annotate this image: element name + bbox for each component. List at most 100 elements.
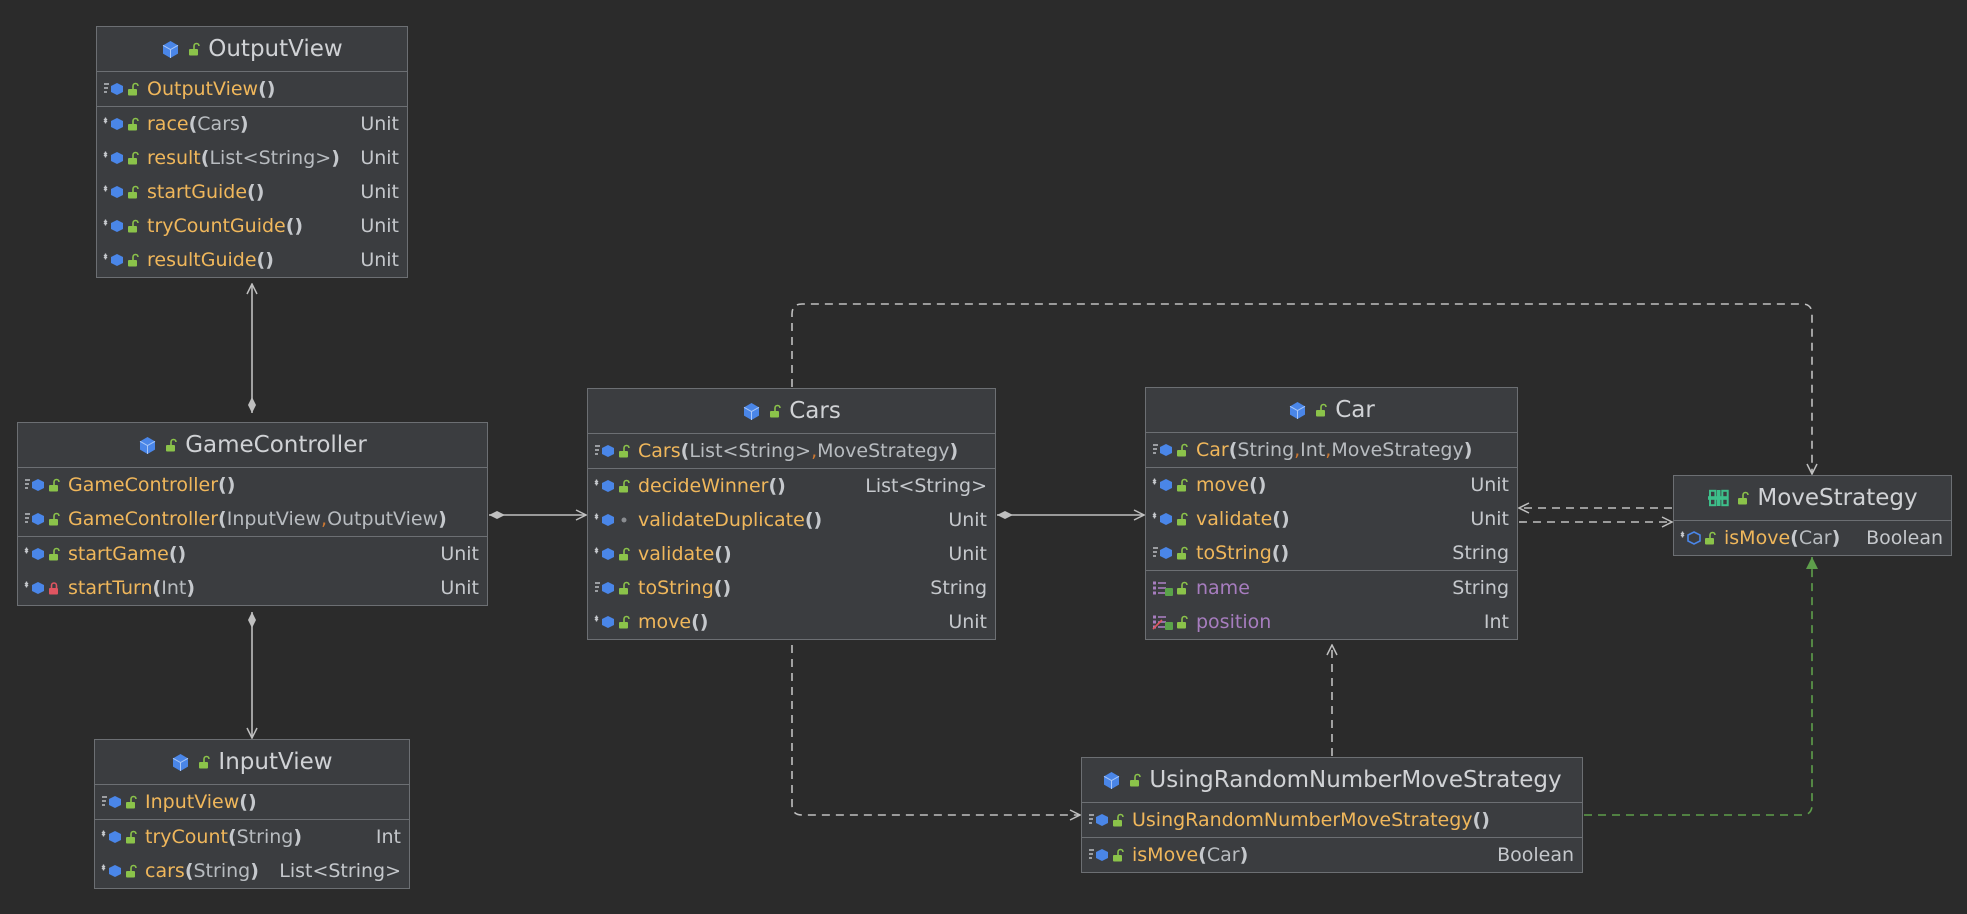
constructor-row[interactable]: InputView()	[95, 785, 409, 819]
member-modifiers	[101, 829, 137, 845]
member-modifiers	[594, 614, 630, 630]
member-modifiers	[1152, 511, 1188, 527]
open-paren: (	[168, 543, 178, 565]
method-row[interactable]: move()Unit	[1146, 468, 1517, 502]
param-type: String	[1237, 439, 1295, 461]
member-modifiers	[103, 218, 139, 234]
constructor-row[interactable]: Cars(List<String>, MoveStrategy)	[588, 434, 995, 468]
public-lock-icon	[128, 117, 139, 131]
method-row[interactable]: tryCountGuide()Unit	[97, 209, 407, 243]
constructor-row[interactable]: OutputView()	[97, 72, 407, 106]
method-name: tryCountGuide	[147, 215, 286, 237]
class-header[interactable]: InputView	[95, 740, 409, 785]
return-type: String	[1452, 577, 1509, 599]
method-row[interactable]: startGame()Unit	[18, 537, 487, 571]
class-header[interactable]: MoveStrategy	[1674, 476, 1951, 521]
param-type: String	[193, 860, 251, 882]
method-row[interactable]: decideWinner()List<String>	[588, 469, 995, 503]
class-header[interactable]: OutputView	[97, 27, 407, 72]
signature: validate()	[1196, 508, 1290, 530]
constructor-row[interactable]: Car(String, Int, MoveStrategy)	[1146, 433, 1517, 467]
close-paren: )	[1239, 844, 1249, 866]
class-name: Cars	[789, 398, 841, 424]
method-row[interactable]: cars(String)List<String>	[95, 854, 409, 888]
return-type: Unit	[360, 249, 399, 271]
method-row[interactable]: resultGuide()Unit	[97, 243, 407, 277]
method-row[interactable]: isMove(Car)Boolean	[1674, 521, 1951, 555]
signature: result(List<String>)	[147, 147, 340, 169]
method-row[interactable]: tryCount(String)Int	[95, 820, 409, 854]
return-type: Unit	[440, 543, 479, 565]
method-name: isMove	[1132, 844, 1199, 866]
method-row[interactable]: startGuide()Unit	[97, 175, 407, 209]
constructor-name: Cars	[638, 440, 681, 462]
constructor-row[interactable]: GameController()	[18, 468, 487, 502]
signature: toString()	[1196, 542, 1289, 564]
class-header[interactable]: GameController	[18, 423, 487, 468]
method-row[interactable]: validate()Unit	[1146, 502, 1517, 536]
method-row[interactable]: validateDuplicate()Unit	[588, 503, 995, 537]
constructor-row[interactable]: GameController(InputView, OutputView)	[18, 502, 487, 536]
signature: isMove(Car)	[1132, 844, 1248, 866]
method-row[interactable]: startTurn(Int)Unit	[18, 571, 487, 605]
method-name: validateDuplicate	[638, 509, 805, 531]
class-header[interactable]: Cars	[588, 389, 995, 434]
open-paren: (	[285, 215, 295, 237]
class-name: OutputView	[208, 36, 343, 62]
field-icon	[1153, 581, 1173, 596]
param-type: String	[236, 826, 294, 848]
return-type: Int	[1483, 611, 1509, 633]
signature: validate()	[638, 543, 732, 565]
class-header[interactable]: Car	[1146, 388, 1517, 433]
method-row[interactable]: toString()String	[588, 571, 995, 605]
method-row[interactable]: validate()Unit	[588, 537, 995, 571]
method-row[interactable]: move()Unit	[588, 605, 995, 639]
return-type: Unit	[360, 113, 399, 135]
member-modifiers	[594, 580, 630, 596]
class-header[interactable]: UsingRandomNumberMoveStrategy	[1082, 758, 1582, 803]
close-paren: )	[331, 147, 340, 169]
constructor-icon	[25, 513, 44, 525]
signature: tryCountGuide()	[147, 215, 303, 237]
param-separator: ,	[321, 508, 328, 530]
constructor-name: InputView	[145, 791, 240, 813]
method-row[interactable]: race(Cars) Unit	[97, 107, 407, 141]
close-paren: )	[1463, 439, 1473, 461]
public-lock-icon	[49, 512, 60, 526]
signature: move()	[1196, 474, 1266, 496]
signature: startGuide()	[147, 181, 264, 203]
member-modifiers	[103, 252, 139, 268]
signature: race(Cars)	[147, 113, 249, 135]
constructor-row[interactable]: UsingRandomNumberMoveStrategy()	[1082, 803, 1582, 837]
method-row[interactable]: result(List<String>)Unit	[97, 141, 407, 175]
signature: GameController(InputView, OutputView)	[68, 508, 447, 530]
open-paren: (	[188, 113, 198, 135]
constructor-name: OutputView	[147, 78, 259, 100]
signature: decideWinner()	[638, 475, 786, 497]
return-type: String	[1452, 542, 1509, 564]
close-paren: )	[226, 474, 236, 496]
method-row[interactable]: isMove(Car)Boolean	[1082, 838, 1582, 872]
method-row[interactable]: toString() String	[1146, 536, 1517, 570]
member-modifiers	[1152, 545, 1188, 561]
return-type: Unit	[948, 611, 987, 633]
open-paren: (	[768, 475, 778, 497]
public-lock-icon	[1177, 546, 1188, 560]
constructor-name: GameController	[68, 508, 219, 530]
param-type: InputView	[226, 508, 322, 530]
close-paren: )	[1257, 474, 1267, 496]
public-lock-icon	[1177, 512, 1188, 526]
